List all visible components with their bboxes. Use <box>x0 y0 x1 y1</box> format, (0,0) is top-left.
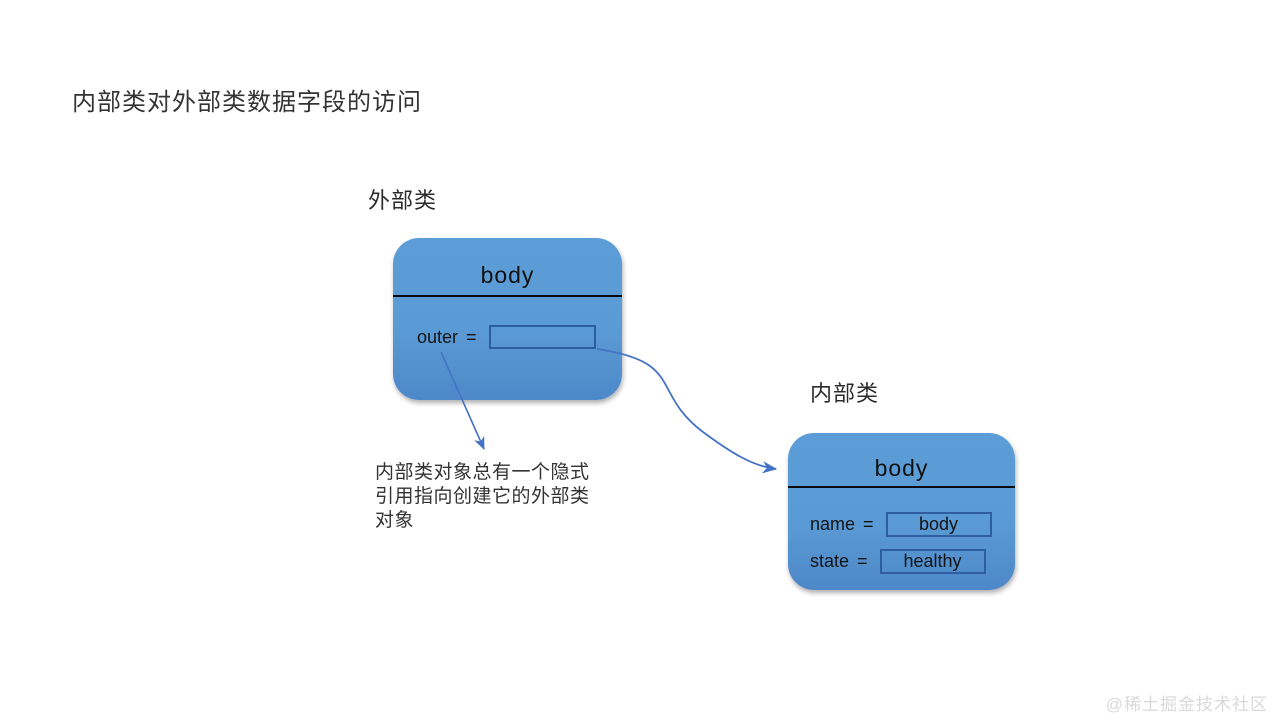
outer-class-separator <box>393 295 622 297</box>
outer-class-box-title: body <box>480 262 535 288</box>
outer-class-box: body outer = <box>393 238 622 400</box>
watermark: @稀土掘金技术社区 <box>1105 695 1268 714</box>
name-field-row: name = body <box>810 512 992 537</box>
name-field-equals: = <box>863 514 874 534</box>
state-field-value-box: healthy <box>879 549 986 574</box>
state-field-row: state = healthy <box>810 549 986 574</box>
inner-class-box-title: body <box>874 455 929 481</box>
outer-field-value-box <box>488 325 596 349</box>
inner-class-separator <box>788 486 1015 488</box>
outer-reference-arrow <box>596 348 778 474</box>
inner-class-label: 内部类 <box>810 381 880 406</box>
page-title: 内部类对外部类数据字段的访问 <box>72 89 422 116</box>
outer-field-equals: = <box>466 326 477 347</box>
name-field-value-box: body <box>885 512 992 537</box>
inner-class-box: body name = body state = healthy <box>788 433 1015 590</box>
outer-class-label: 外部类 <box>368 188 438 213</box>
state-field-equals: = <box>857 551 868 571</box>
state-field-name: state <box>810 551 850 571</box>
outer-field-row: outer = <box>417 325 596 349</box>
name-field-name: name <box>810 514 856 534</box>
outer-field-name: outer <box>417 326 459 347</box>
annotation-text: 内部类对象总有一个隐式引用指向创建它的外部类对象 <box>375 462 590 531</box>
